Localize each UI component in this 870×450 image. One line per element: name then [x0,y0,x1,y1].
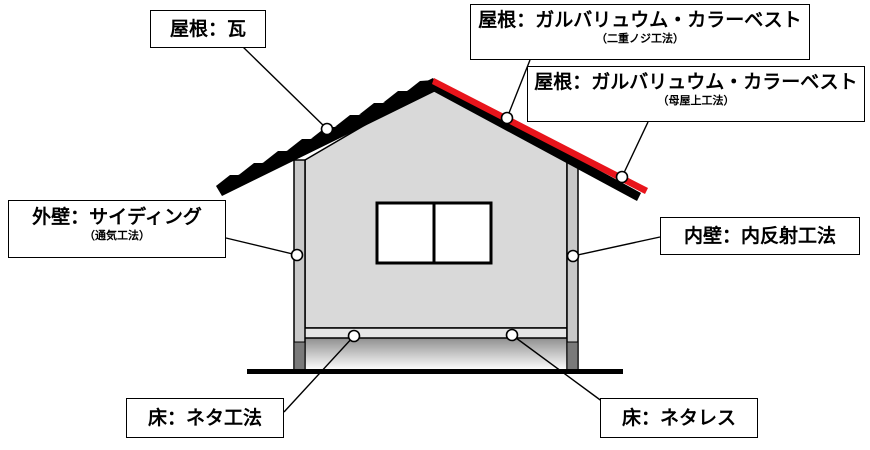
label-roof-galvalume-double-sub: （二重ノジ工法） [596,32,684,45]
label-outer-wall-sub: （通気工法） [84,229,150,242]
right-post-foot [566,341,579,371]
left-post [293,159,306,371]
roof-right [429,80,641,201]
roof-tiles [216,80,434,186]
dot-outer-wall [290,248,304,262]
label-roof-galvalume-purlin: 屋根：ガルバリュウム・カラーベスト （母屋上工法） [527,66,865,122]
label-floor-netaless: 床：ネタレス [600,398,758,438]
label-roof-tile-text: 屋根：瓦 [169,18,246,40]
label-outer-wall-text: 外壁：サイディング [32,206,202,228]
label-inner-wall: 内壁：内反射工法 [660,217,860,255]
ground-line [247,369,623,374]
right-post [566,159,579,371]
left-post-foot [293,341,306,371]
label-roof-galvalume-purlin-sub: （母屋上工法） [657,94,735,107]
label-floor-neta-text: 床：ネタ工法 [147,407,262,429]
dot-floor-less [505,328,519,342]
roof-right-red [432,78,648,194]
dot-floor-neta [347,329,361,343]
dot-roof-galv-1 [500,111,514,125]
dot-inner-wall [566,249,580,263]
label-floor-netaless-text: 床：ネタレス [621,407,736,429]
label-roof-galvalume-purlin-text: 屋根：ガルバリュウム・カラーベスト [534,71,858,93]
floor-beam [302,327,568,339]
dot-roof-galv-2 [615,170,629,184]
callout-dots [290,111,629,343]
callout-lines [225,45,661,413]
label-roof-tile: 屋根：瓦 [150,10,266,48]
underfloor-space [303,337,567,370]
label-roof-galvalume-double-text: 屋根：ガルバリュウム・カラーベスト [478,9,802,31]
label-outer-wall: 外壁：サイディング （通気工法） [8,200,226,258]
dot-roof-tile [320,122,334,136]
label-floor-neta: 床：ネタ工法 [126,398,284,438]
label-roof-galvalume-double: 屋根：ガルバリュウム・カラーベスト （二重ノジ工法） [470,4,810,60]
label-inner-wall-text: 内壁：内反射工法 [683,225,836,247]
